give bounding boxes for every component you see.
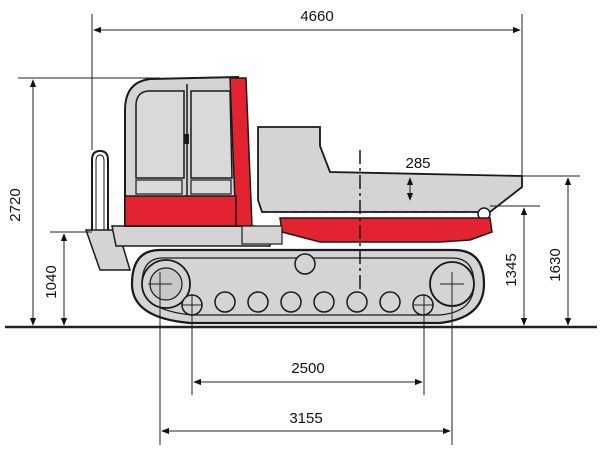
track-roller xyxy=(313,291,335,313)
track-inner xyxy=(141,257,475,316)
cab xyxy=(124,75,253,227)
cab-lower-window-1 xyxy=(135,179,183,195)
label-bed-bottom-height: 1345 xyxy=(503,253,520,286)
crawler-track xyxy=(130,248,486,325)
label-bed-top-height: 1630 xyxy=(547,248,564,281)
track-roller xyxy=(379,291,401,313)
carrier-roller xyxy=(294,253,316,275)
label-handrail-height: 1040 xyxy=(43,265,60,298)
track-roller xyxy=(346,291,368,313)
dump-bed-body xyxy=(257,126,523,213)
machine xyxy=(84,75,523,325)
red-frame xyxy=(279,217,493,243)
label-dump-clearance: 285 xyxy=(405,155,430,172)
track-roller xyxy=(247,291,269,313)
cab-window-front xyxy=(135,90,185,179)
door-handle xyxy=(184,134,189,144)
cab-red-panel xyxy=(124,195,237,227)
dimension-labels: 4660 2720 1040 285 1630 1345 2500 3155 xyxy=(7,8,564,427)
track-roller xyxy=(280,291,302,313)
label-tumbler-distance: 2500 xyxy=(291,360,324,377)
label-overall-height: 2720 xyxy=(7,188,24,221)
frame-connector xyxy=(241,225,283,245)
handrail-inner xyxy=(95,154,105,232)
cab-lower-window-2 xyxy=(190,179,232,195)
label-overall-length: 4660 xyxy=(300,8,333,25)
dump-bed xyxy=(257,126,523,221)
label-track-length: 3155 xyxy=(289,410,322,427)
handrail xyxy=(91,149,109,232)
track-roller xyxy=(214,291,236,313)
dimension-lines xyxy=(18,14,580,445)
cab-window-door xyxy=(190,90,233,179)
